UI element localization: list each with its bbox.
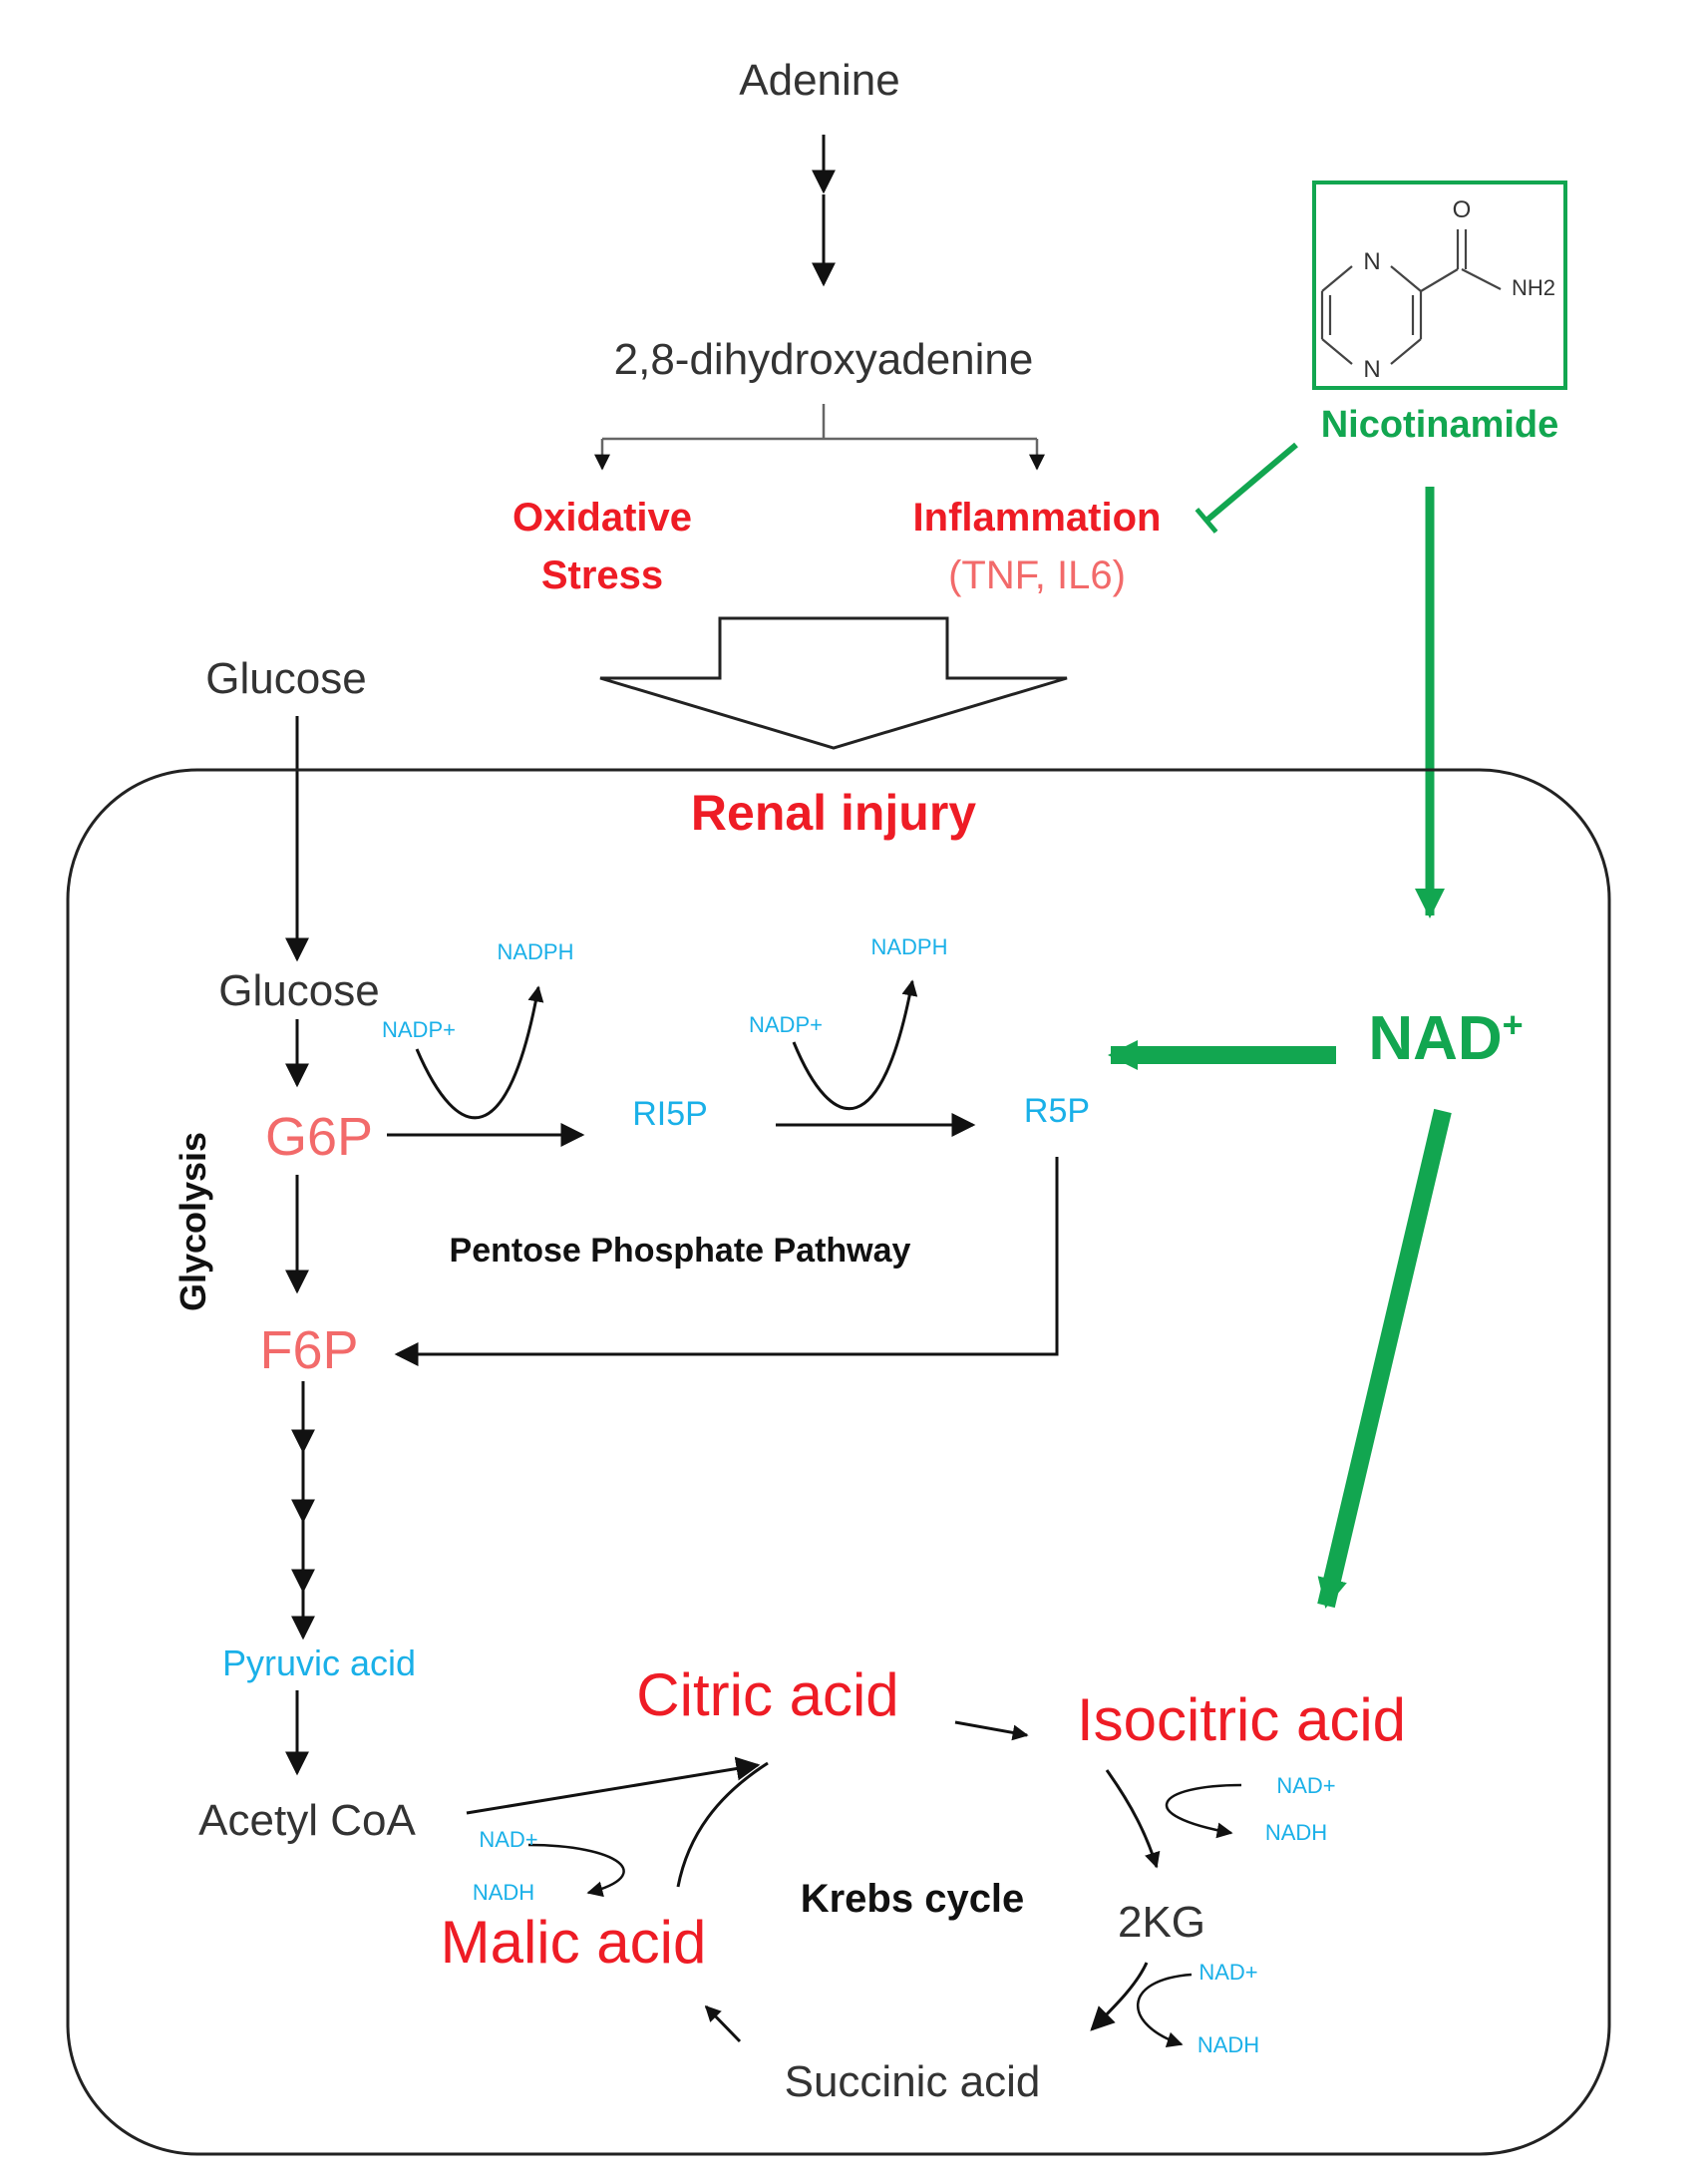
nadph-cofactor-curve-1 xyxy=(415,985,544,1120)
nad-label-text: NAD xyxy=(1368,1004,1502,1073)
nadh-label-2-krebs: NADH xyxy=(1197,2032,1259,2057)
nadph-label-1: NADPH xyxy=(497,939,573,964)
glycolysis-side-label: Glycolysis xyxy=(172,1132,213,1311)
citric-acid-label: Citric acid xyxy=(636,1661,898,1728)
nadh-label-1-krebs: NADH xyxy=(1265,1820,1327,1845)
nicotinamide-box xyxy=(1312,181,1567,390)
glucose-inside-label: Glucose xyxy=(218,966,379,1015)
2kg-label: 2KG xyxy=(1118,1898,1205,1947)
dha-label: 2,8-dihydroxyadenine xyxy=(614,335,1034,384)
isocitric-acid-label: Isocitric acid xyxy=(1077,1686,1406,1753)
inflammation-label: Inflammation xyxy=(913,496,1162,540)
renal-box xyxy=(66,768,1611,2156)
ppp-label: Pentose Phosphate Pathway xyxy=(450,1232,911,1270)
2kg-to-succinic-arc xyxy=(1090,1962,1149,2031)
succinic-to-malic-arrow xyxy=(704,2004,742,2043)
nadp-plus-label-2: NADP+ xyxy=(749,1012,823,1037)
isocitric-nad-curve xyxy=(1165,1783,1242,1839)
nadph-label-2: NADPH xyxy=(870,934,947,959)
nad-to-krebs-arrow xyxy=(1317,1108,1452,1609)
malic-acid-label: Malic acid xyxy=(441,1909,707,1976)
succinic-acid-label: Succinic acid xyxy=(785,2057,1041,2106)
nadp-plus-label-1: NADP+ xyxy=(382,1017,456,1042)
nicotinamide-structure: N N O NH2 xyxy=(1312,181,1567,390)
nad-label: NAD+ xyxy=(1368,1004,1523,1073)
renal-injury-title: Renal injury xyxy=(691,785,976,841)
oxidative-stress-label-2: Stress xyxy=(541,553,663,597)
pyruvic-acid-label: Pyruvic acid xyxy=(222,1642,416,1683)
malic-nad-curve xyxy=(527,1843,625,1898)
r5p-to-f6p-arrow xyxy=(394,1157,1059,1366)
nad-label-sup: + xyxy=(1503,1004,1524,1045)
atom-n1: N xyxy=(1363,248,1380,275)
nicotinamide-label: Nicotinamide xyxy=(1321,404,1559,446)
atom-n2: N xyxy=(1363,356,1380,383)
glucose-outside-label: Glucose xyxy=(205,654,366,703)
adenine-label: Adenine xyxy=(739,56,899,105)
renal-injury-block-arrow xyxy=(599,616,1068,750)
acetyl-to-citric-arrow xyxy=(466,1756,761,1815)
nadph-cofactor-curve-2 xyxy=(792,979,918,1111)
oxidative-stress-label: Oxidative xyxy=(512,496,692,540)
f6p-label: F6P xyxy=(259,1320,358,1380)
atom-o: O xyxy=(1453,196,1472,223)
acetyl-coa-label: Acetyl CoA xyxy=(198,1796,416,1845)
r5p-label: R5P xyxy=(1024,1092,1090,1130)
krebs-cycle-label: Krebs cycle xyxy=(801,1877,1025,1921)
dha-branch xyxy=(594,404,1045,471)
malic-to-citric-arc xyxy=(676,1761,769,1888)
ri5p-label: RI5P xyxy=(632,1095,708,1133)
2kg-nad-curve xyxy=(1137,1973,1193,2048)
nad-plus-label-3: NAD+ xyxy=(479,1827,537,1852)
isocitric-to-2kg-arc xyxy=(1105,1769,1161,1869)
nad-plus-label-1-krebs: NAD+ xyxy=(1276,1773,1335,1798)
nad-plus-label-2-krebs: NAD+ xyxy=(1198,1960,1257,1985)
inflammation-cytokines: (TNF, IL6) xyxy=(948,553,1126,597)
atom-nh2: NH2 xyxy=(1512,275,1555,300)
nadh-label-3: NADH xyxy=(473,1880,534,1905)
citric-to-isocitric-arrow xyxy=(954,1720,1029,1741)
nicotinamide-inhibition xyxy=(1195,442,1298,535)
g6p-label: G6P xyxy=(265,1107,373,1167)
